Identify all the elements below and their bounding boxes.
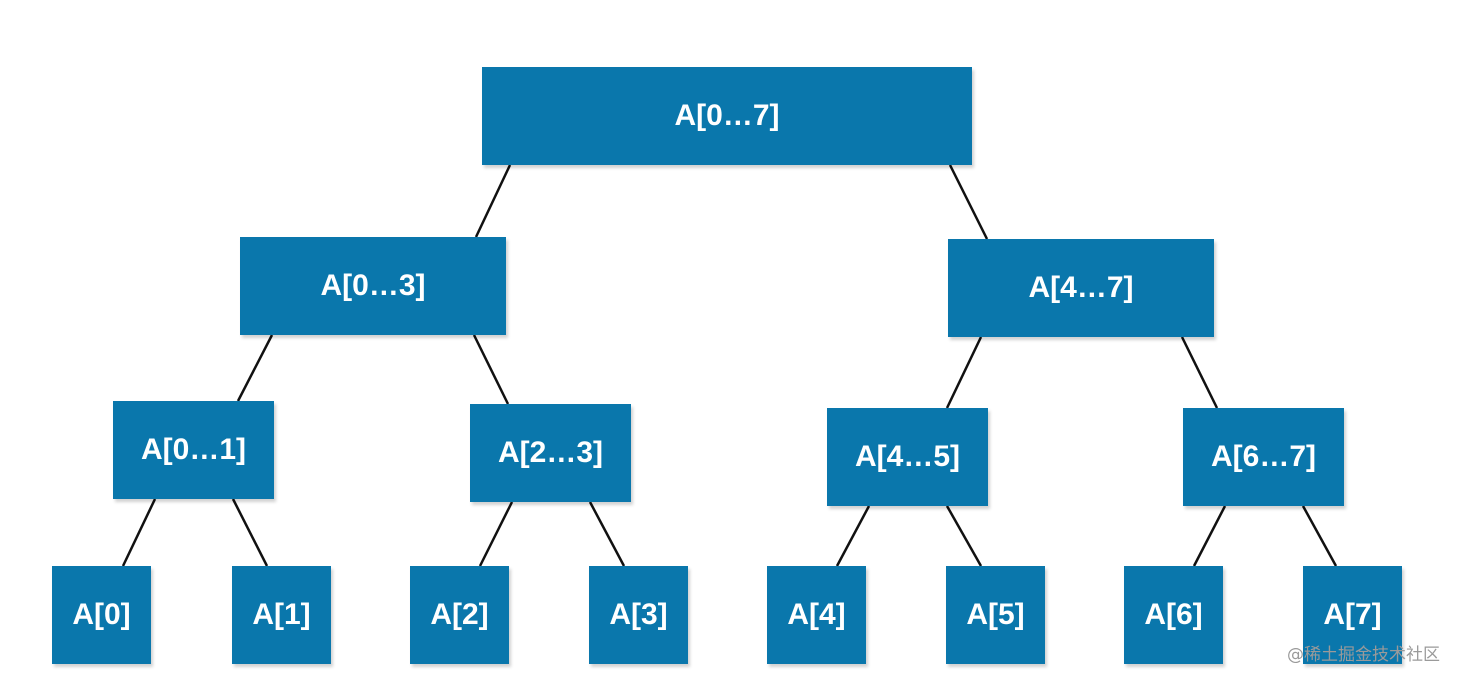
tree-node-n03: A[0…3] xyxy=(240,237,506,335)
edge-n47-n67 xyxy=(1180,336,1219,409)
edge-n03-n23 xyxy=(472,334,510,405)
tree-node-n45: A[4…5] xyxy=(827,408,988,506)
tree-node-label: A[2] xyxy=(430,598,489,631)
tree-node-n3: A[3] xyxy=(589,566,688,664)
tree-node-n1: A[1] xyxy=(232,566,331,664)
tree-node-label: A[0…7] xyxy=(674,99,780,132)
tree-node-label: A[6] xyxy=(1144,598,1203,631)
edge-n01-n0 xyxy=(121,498,157,567)
tree-node-n0: A[0] xyxy=(52,566,151,664)
tree-node-label: A[3] xyxy=(609,598,668,631)
tree-node-label: A[0…3] xyxy=(320,269,426,302)
tree-node-n67: A[6…7] xyxy=(1183,408,1344,506)
tree-node-n47: A[4…7] xyxy=(948,239,1214,337)
edge-n47-n45 xyxy=(945,336,983,409)
tree-node-n4: A[4] xyxy=(767,566,866,664)
tree-node-n07: A[0…7] xyxy=(482,67,972,165)
tree-node-n7: A[7] xyxy=(1303,566,1402,664)
edge-n67-n7 xyxy=(1301,505,1338,567)
edge-n07-n03 xyxy=(474,164,512,238)
edge-n23-n3 xyxy=(588,501,626,567)
tree-node-n23: A[2…3] xyxy=(470,404,631,502)
tree-node-n6: A[6] xyxy=(1124,566,1223,664)
tree-node-label: A[4…7] xyxy=(1028,271,1134,304)
tree-node-n01: A[0…1] xyxy=(113,401,274,499)
tree-node-label: A[5] xyxy=(966,598,1025,631)
tree-node-label: A[6…7] xyxy=(1210,440,1316,473)
edge-layer xyxy=(121,164,1338,567)
tree-node-label: A[0] xyxy=(72,598,131,631)
edge-n07-n47 xyxy=(948,164,989,240)
edge-n03-n01 xyxy=(236,334,274,402)
edge-n01-n1 xyxy=(231,498,269,567)
edge-n67-n6 xyxy=(1192,505,1227,567)
tree-node-label: A[0…1] xyxy=(140,433,246,466)
tree-node-label: A[7] xyxy=(1323,598,1382,631)
edge-n45-n5 xyxy=(945,505,983,567)
tree-node-label: A[4] xyxy=(787,598,846,631)
tree-node-n5: A[5] xyxy=(946,566,1045,664)
tree-node-label: A[4…5] xyxy=(854,440,960,473)
watermark-text: @稀土掘金技术社区 xyxy=(1287,645,1440,665)
tree-node-n2: A[2] xyxy=(410,566,509,664)
tree-node-label: A[2…3] xyxy=(497,436,603,469)
edge-n45-n4 xyxy=(835,505,871,567)
tree-node-label: A[1] xyxy=(252,598,311,631)
edge-n23-n2 xyxy=(478,501,514,567)
